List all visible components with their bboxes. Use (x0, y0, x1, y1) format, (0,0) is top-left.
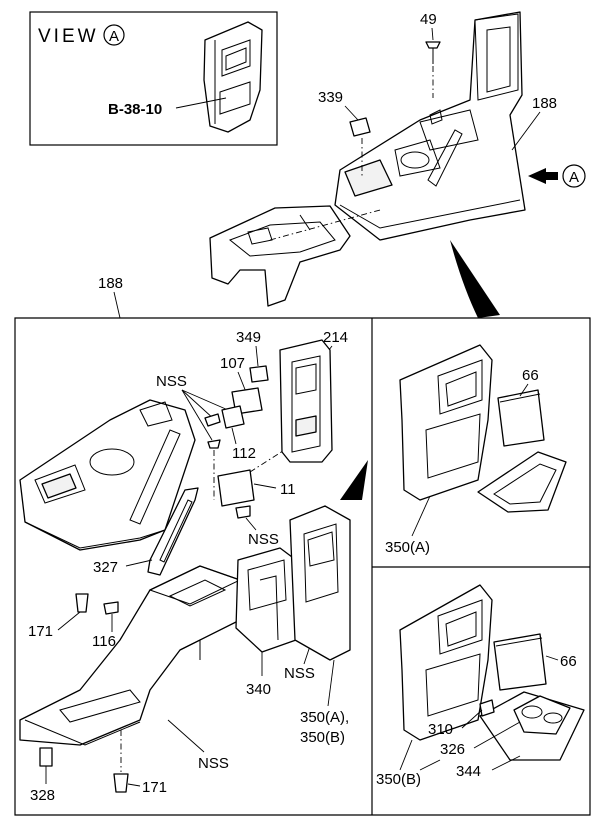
arrow-letter: A (569, 169, 579, 186)
callout-nss-2: NSS (235, 505, 279, 548)
bracket-340 (235, 547, 297, 653)
tray-350a (477, 451, 567, 513)
label-171-a: 171 (28, 623, 53, 640)
callout-107: 107 (220, 355, 263, 415)
view-a-frame (29, 11, 278, 146)
panel-350b (399, 584, 493, 741)
view-a-bezel (203, 21, 263, 133)
bracket-11-icon (217, 469, 255, 507)
label-310: 310 (428, 721, 453, 738)
fastener-328-icon (39, 747, 53, 767)
top-console-assembly (334, 11, 526, 241)
label-328: 328 (30, 787, 55, 804)
label-112: 112 (232, 445, 256, 462)
view-a-letter: A (109, 28, 119, 45)
label-326: 326 (440, 741, 465, 758)
cupholder-326 (513, 695, 571, 735)
callout-327: 327 (93, 487, 199, 576)
label-350ab-2: 350(B) (300, 729, 345, 746)
label-327: 327 (93, 559, 118, 576)
screw-349-icon (249, 365, 269, 383)
right-top-panel-350a: 66 350(A) (385, 344, 567, 556)
callout-188-top: 188 (511, 95, 557, 151)
label-107: 107 (220, 355, 245, 372)
clip-339-icon (349, 117, 371, 137)
view-a-inset: VIEW A B-38-10 (29, 11, 278, 146)
callout-328: 328 (30, 747, 55, 804)
callout-349: 349 (236, 329, 269, 383)
callout-112: 112 (221, 405, 256, 462)
screw-nss-a-icon (204, 413, 221, 427)
panel-350ab (289, 505, 351, 661)
callout-nss-1: NSS (156, 373, 229, 500)
screw-nss-c-icon (235, 505, 251, 519)
label-116: 116 (92, 633, 116, 650)
callout-171-b: 171 (113, 730, 167, 796)
callout-49: 49 (420, 11, 441, 98)
callout-11: 11 (217, 439, 301, 507)
screw-310-icon (479, 699, 495, 717)
pointer-wedge-small-icon (340, 460, 368, 500)
label-339: 339 (318, 89, 343, 106)
arrow-left-icon (528, 168, 558, 184)
view-a-ref-leader (175, 97, 227, 109)
label-66-b: 66 (560, 653, 577, 670)
label-66-a: 66 (522, 367, 539, 384)
label-214: 214 (323, 329, 348, 346)
label-350a: 350(A) (385, 539, 430, 556)
panel-350a (399, 344, 493, 501)
label-349: 349 (236, 329, 261, 346)
callout-350ab: 350(A), 350(B) (289, 505, 351, 746)
clip-112-icon (221, 405, 245, 429)
label-188-top: 188 (532, 95, 557, 112)
view-a-ref-label: B-38-10 (108, 101, 162, 118)
label-nss-2: NSS (248, 531, 279, 548)
screw-nss-b-icon (207, 439, 221, 449)
label-171-b: 171 (142, 779, 167, 796)
callout-339: 339 (318, 89, 371, 178)
label-nss-3: NSS (284, 665, 315, 682)
label-49: 49 (420, 11, 437, 28)
label-nss-1: NSS (156, 373, 187, 390)
ashtray-66-b (493, 633, 547, 691)
callout-116: 116 (92, 601, 119, 650)
view-a-circle (103, 24, 125, 46)
right-bottom-panel-350b: 66 310 326 344 350(B) (376, 584, 585, 788)
leader-188-main (113, 291, 121, 319)
clip-116-icon (103, 601, 119, 615)
lower-console-body (19, 565, 242, 746)
view-a-arrow: A (528, 164, 586, 188)
exploded-view-box: 188 (14, 275, 591, 816)
callout-171-a: 171 (28, 593, 89, 640)
bezel-214 (279, 339, 333, 463)
main-frame (14, 317, 591, 816)
pointer-wedge-icon (450, 240, 500, 318)
callout-340: 340 (235, 547, 297, 698)
label-350b: 350(B) (376, 771, 421, 788)
arrow-circle (562, 164, 586, 188)
callout-nss-4: NSS (167, 719, 229, 772)
callout-214: 214 (279, 329, 348, 463)
label-11: 11 (280, 481, 296, 498)
label-344: 344 (456, 763, 481, 780)
label-nss-4: NSS (198, 755, 229, 772)
upper-console-cover (19, 399, 196, 551)
label-340: 340 (246, 681, 271, 698)
label-350ab-1: 350(A), (300, 709, 349, 726)
label-188-main: 188 (98, 275, 123, 292)
ashtray-66-a (497, 389, 545, 447)
console-bracket (209, 205, 381, 307)
screw-49-icon (425, 41, 441, 49)
view-a-title: VIEW (38, 26, 99, 47)
fastener-171-a-icon (75, 593, 89, 613)
fastener-171-b-icon (113, 773, 129, 793)
